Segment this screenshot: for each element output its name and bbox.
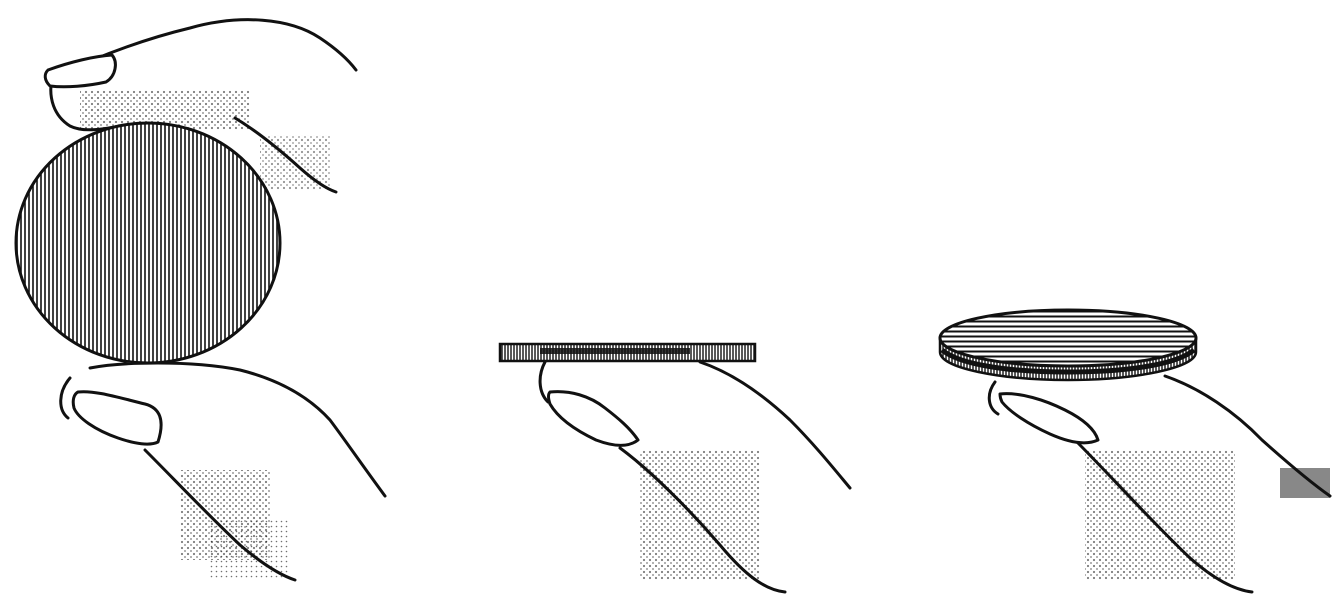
coin-tilted-view — [940, 310, 1330, 592]
coin-tilted-face — [940, 310, 1196, 366]
coin-face — [16, 123, 280, 363]
coin-face-view — [16, 20, 385, 582]
edge-finger — [540, 362, 850, 592]
bottom-thumb — [61, 362, 385, 582]
coin-edge-view — [500, 344, 850, 592]
tilted-finger — [989, 376, 1330, 592]
